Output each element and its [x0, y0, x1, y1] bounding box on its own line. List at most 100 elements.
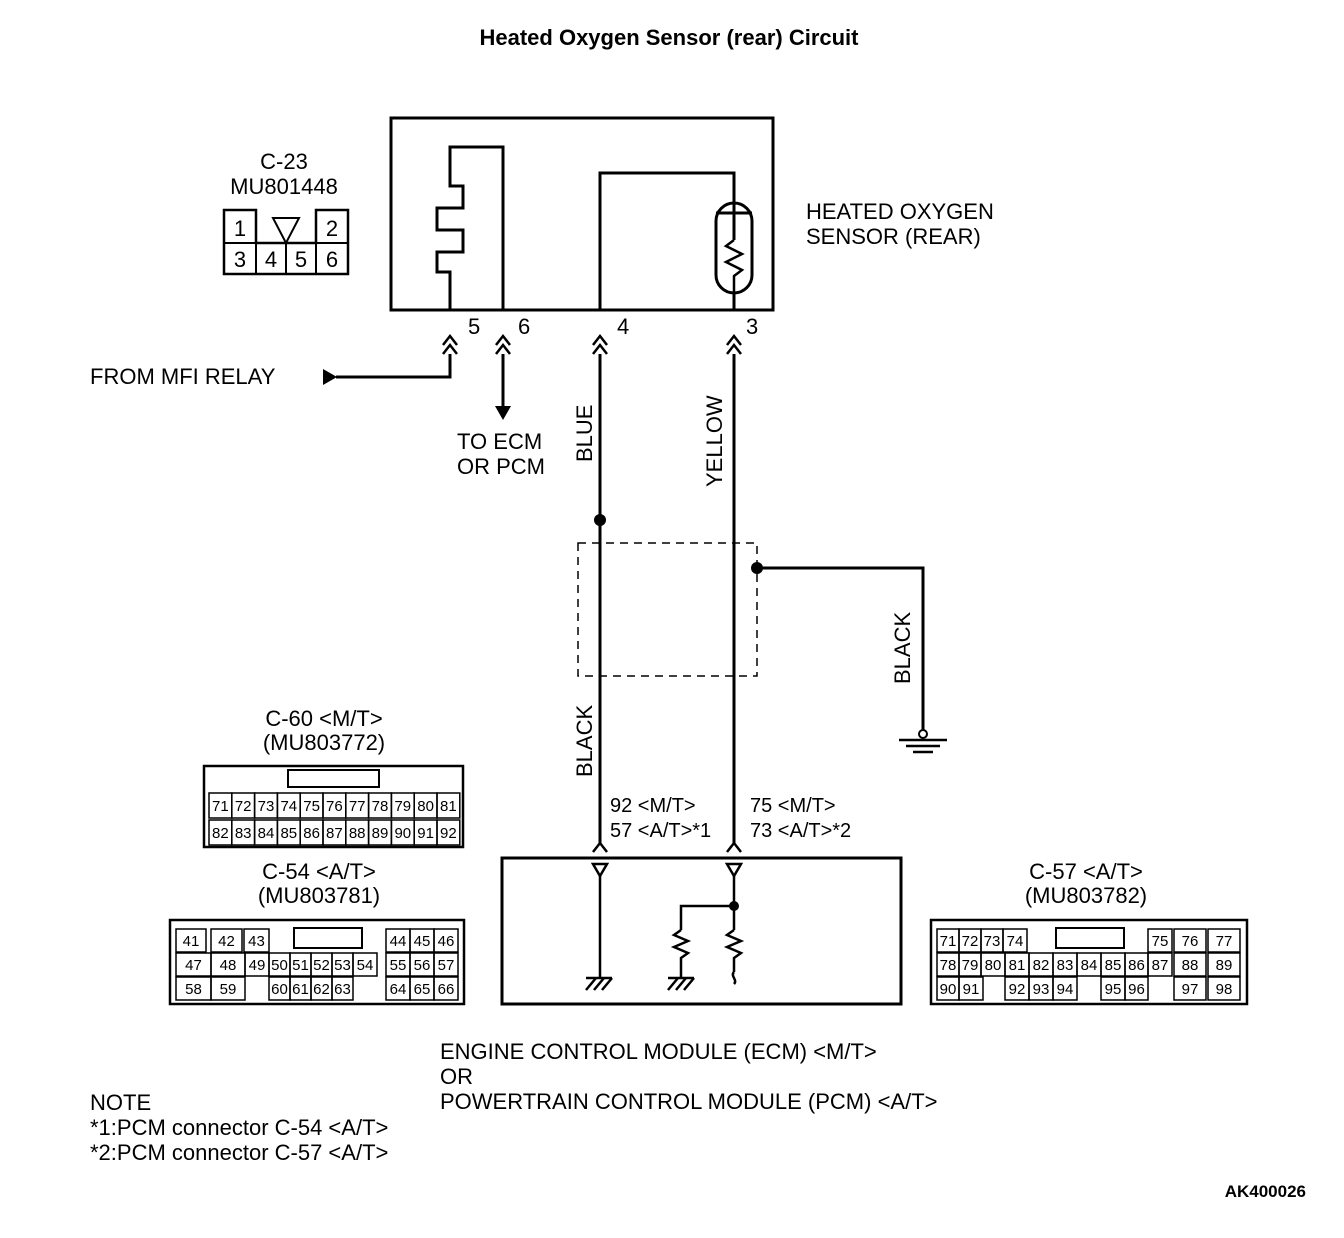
- c57-pin-94-cell: [1052, 976, 1078, 1001]
- c60-latch: [287, 769, 380, 788]
- c54-pin-55-label: 55: [390, 957, 407, 974]
- c60-pin-83-label: 83: [235, 825, 252, 842]
- wire-color-black-left: BLACK: [572, 705, 597, 777]
- ecm-connector-chevrons: [592, 840, 742, 853]
- c54-pin-46-label: 46: [438, 933, 455, 950]
- c57-pin-91-cell: [958, 976, 984, 1001]
- c57-pin-79-label: 79: [962, 957, 979, 974]
- c54-pin-42-label: 42: [218, 933, 235, 950]
- c54-pin-50-label: 50: [271, 957, 288, 974]
- c57-pin-88-label: 88: [1182, 957, 1199, 974]
- c60-pin-89-label: 89: [372, 825, 389, 842]
- sensor-name-line2: SENSOR (REAR): [806, 224, 981, 249]
- c57-pin-93-label: 93: [1033, 981, 1050, 998]
- sensor-pin-3: 3: [746, 314, 758, 339]
- note-heading: NOTE: [90, 1090, 151, 1115]
- c57-pin-87-cell: [1147, 952, 1173, 977]
- c57-pin-96-cell: [1124, 976, 1149, 1001]
- c60-outline: [202, 764, 465, 849]
- c57-pin-72-label: 72: [962, 933, 979, 950]
- c54-pin-41-label: 41: [183, 933, 200, 950]
- c54-pin-63-label: 63: [334, 981, 351, 998]
- c57-pin-91-label: 91: [963, 981, 980, 998]
- c57-pin-73-label: 73: [984, 933, 1001, 950]
- c54-pin-57-label: 57: [438, 957, 455, 974]
- c54-pin-54-label: 54: [357, 957, 374, 974]
- c54-part: (MU803781): [258, 883, 380, 908]
- c23-pin-5: 5: [295, 247, 307, 272]
- to-ecm-arrow-icon: [495, 406, 511, 420]
- c54-pin-43-cell: [243, 928, 270, 953]
- module-name-line3: POWERTRAIN CONTROL MODULE (PCM) <A/T>: [440, 1089, 938, 1114]
- c57-pin-86-label: 86: [1128, 957, 1145, 974]
- note-line-2: *2:PCM connector C-57 <A/T>: [90, 1140, 388, 1165]
- c57-pin-76-cell: [1173, 928, 1207, 953]
- c57-name: C-57 <A/T>: [1029, 859, 1143, 884]
- c60-name: C-60 <M/T>: [265, 706, 382, 731]
- c57-pin-74-cell: [1002, 928, 1028, 953]
- c57-pin-94-label: 94: [1057, 981, 1074, 998]
- c57-pin-96-label: 96: [1128, 981, 1145, 998]
- ecm-pin-right-line2: 73 <A/T>*2: [750, 820, 851, 842]
- c57-pin-92-label: 92: [1009, 981, 1026, 998]
- c54-pin-58-label: 58: [185, 981, 202, 998]
- c60-pin-84-label: 84: [258, 825, 275, 842]
- c23-pin-1: 1: [234, 216, 246, 241]
- c54-pin-59-cell: [210, 976, 246, 1001]
- c57-pin-83-label: 83: [1057, 957, 1074, 974]
- c57-pin-97-cell: [1173, 976, 1207, 1001]
- c23-pin-6: 6: [326, 247, 338, 272]
- ecm-pin-left-line2: 57 <A/T>*1: [610, 820, 711, 842]
- sensor-box: [389, 116, 775, 312]
- c54-pin-43-label: 43: [248, 933, 265, 950]
- sensor-name-line1: HEATED OXYGEN: [806, 199, 994, 224]
- c57-pin-97-label: 97: [1182, 981, 1199, 998]
- c54-pin-62-label: 62: [313, 981, 330, 998]
- c60-pin-73-label: 73: [258, 798, 275, 815]
- c57-pin-90-label: 90: [940, 981, 957, 998]
- c54-pin-46-cell: [433, 928, 459, 953]
- c57-pin-89-label: 89: [1216, 957, 1233, 974]
- c60-pin-75-label: 75: [303, 798, 320, 815]
- sensor-connector-chevrons: [442, 333, 742, 355]
- c54-pin-51-label: 51: [292, 957, 309, 974]
- c23-name: C-23: [260, 149, 308, 174]
- sensor-pin-5: 5: [468, 314, 480, 339]
- c57-pin-77-label: 77: [1216, 933, 1233, 950]
- sensor-pin-4: 4: [617, 314, 629, 339]
- c60-pin-80-label: 80: [417, 798, 434, 815]
- c54-pin-59-label: 59: [220, 981, 237, 998]
- c60-pin-92-label: 92: [440, 825, 457, 842]
- c57-pin-85-label: 85: [1105, 957, 1122, 974]
- c57-pin-89-cell: [1207, 952, 1241, 977]
- c57-pin-95-label: 95: [1105, 981, 1122, 998]
- to-ecm-label-line2: OR PCM: [457, 454, 545, 479]
- c60-pin-82-label: 82: [212, 825, 229, 842]
- c23-pin-2: 2: [326, 216, 338, 241]
- c54-pin-44-label: 44: [390, 933, 407, 950]
- wire-color-black-ground: BLACK: [890, 612, 915, 684]
- c57-pin-81-label: 81: [1009, 957, 1026, 974]
- c57-latch: [1055, 927, 1125, 949]
- c54-pin-41-cell: [175, 928, 207, 953]
- c60-pin-78-label: 78: [372, 798, 389, 815]
- c57-outline: [929, 918, 1249, 1006]
- c57-pin-82-label: 82: [1033, 957, 1050, 974]
- c60-part: (MU803772): [263, 730, 385, 755]
- c60-pin-74-label: 74: [280, 798, 297, 815]
- c60-pin-76-label: 76: [326, 798, 343, 815]
- c60-pin-81-label: 81: [440, 798, 457, 815]
- c60-pin-92-cell: [436, 819, 461, 846]
- c60-pin-91-label: 91: [417, 825, 434, 842]
- c57-pin-80-label: 80: [985, 957, 1002, 974]
- c54-pin-66-cell: [433, 976, 459, 1001]
- c57-pin-98-cell: [1207, 976, 1241, 1001]
- c54-outline: [168, 918, 466, 1006]
- c60-pin-87-label: 87: [326, 825, 343, 842]
- c54-pin-49-label: 49: [249, 957, 266, 974]
- figure-code: AK400026: [1225, 1182, 1306, 1201]
- mfi-relay-wire: [336, 354, 452, 379]
